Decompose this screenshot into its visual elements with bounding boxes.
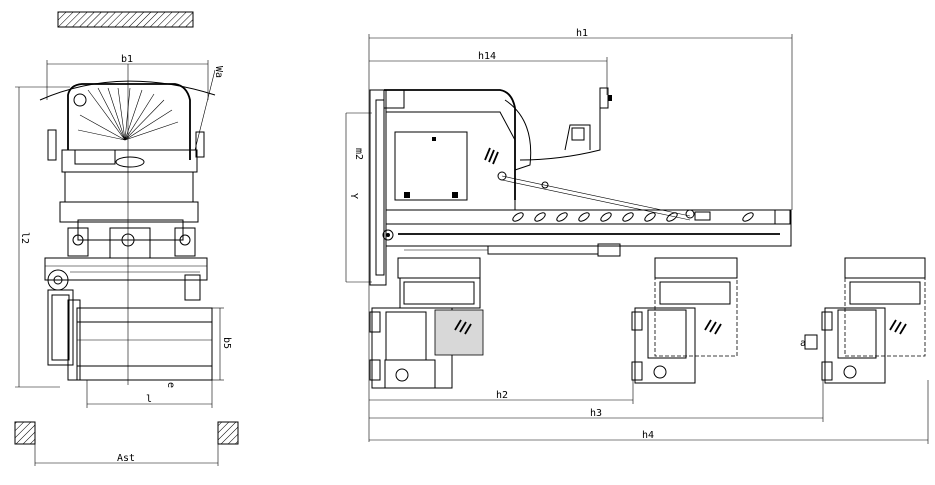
dim-l: l bbox=[146, 394, 152, 405]
dim-ast: Ast bbox=[117, 453, 135, 464]
fan-lines bbox=[77, 87, 179, 141]
dim-b1: b1 bbox=[121, 54, 133, 65]
dim-h2: h2 bbox=[496, 390, 508, 401]
dim-e: e bbox=[165, 382, 176, 388]
cab-stripes bbox=[484, 147, 499, 165]
side-view: h1 h14 Y m2 bbox=[345, 28, 929, 444]
boom-slots bbox=[512, 212, 754, 222]
truck-position-2 bbox=[631, 257, 738, 384]
truck-position-3: a bbox=[800, 257, 926, 384]
left-wall-hatch bbox=[14, 421, 36, 445]
truck-position-1 bbox=[369, 257, 484, 389]
dim-h3: h3 bbox=[590, 408, 602, 419]
overhead-wall-hatch bbox=[57, 11, 194, 28]
front-view: b1 Wa bbox=[14, 11, 239, 466]
dim-h4: h4 bbox=[642, 430, 654, 441]
dim-b5: b5 bbox=[221, 337, 232, 349]
right-wall-hatch bbox=[217, 421, 239, 445]
dim-h14: h14 bbox=[478, 51, 496, 62]
dim-h1: h1 bbox=[576, 28, 588, 39]
dim-l2: l2 bbox=[19, 232, 30, 244]
dim-a: a bbox=[800, 338, 806, 349]
dim-m2: m2 bbox=[353, 148, 364, 160]
dim-y: Y bbox=[348, 193, 359, 199]
dim-wa: Wa bbox=[213, 66, 224, 78]
